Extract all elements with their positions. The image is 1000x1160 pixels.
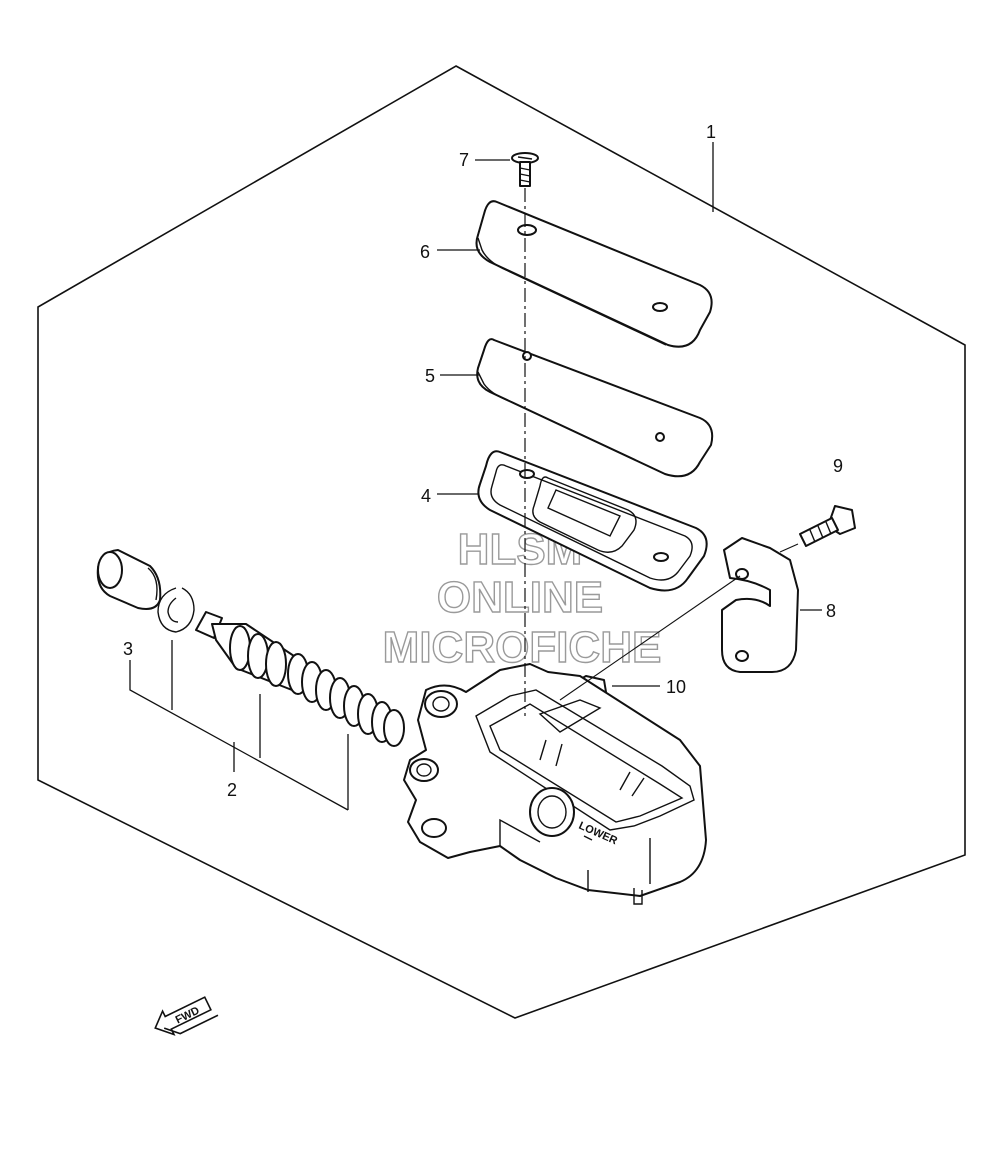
callout-1[interactable]: 1 [706,122,716,142]
part-5-plate[interactable] [476,338,714,478]
fwd-direction-arrow: FWD [154,996,219,1036]
callout-4[interactable]: 4 [421,486,431,506]
leader-lines [129,142,822,811]
callout-numbers: 1 2 3 4 5 6 7 8 9 10 [123,122,843,800]
part-3-dust-boot[interactable] [96,549,162,610]
part-2-piston-spring[interactable] [195,611,405,747]
callout-3[interactable]: 3 [123,639,133,659]
callout-7[interactable]: 7 [459,150,469,170]
callout-9[interactable]: 9 [833,456,843,476]
spring [287,653,405,747]
callout-2[interactable]: 2 [227,780,237,800]
callout-10[interactable]: 10 [666,677,686,697]
watermark-line-2: ONLINE [437,573,603,622]
bolt-axis [779,543,799,553]
part-7-screw[interactable] [511,152,539,187]
part-8-clamp[interactable] [721,537,799,673]
callout-5[interactable]: 5 [425,366,435,386]
part-6-reservoir-cap[interactable] [475,200,713,348]
circlip[interactable] [157,587,195,633]
fwd-label: FWD [174,1005,202,1027]
part-9-bolt[interactable] [799,505,856,547]
clamp-axis [559,575,741,701]
part-4-diaphragm[interactable] [477,450,708,592]
callout-6[interactable]: 6 [420,242,430,262]
master-cylinder-body[interactable]: LOWER [403,663,707,905]
callout-8[interactable]: 8 [826,601,836,621]
assembly-frame [37,65,966,1019]
watermark-line-3: MICROFICHE [383,623,662,672]
watermark: HLSM ONLINE MICROFICHE [382,524,662,672]
